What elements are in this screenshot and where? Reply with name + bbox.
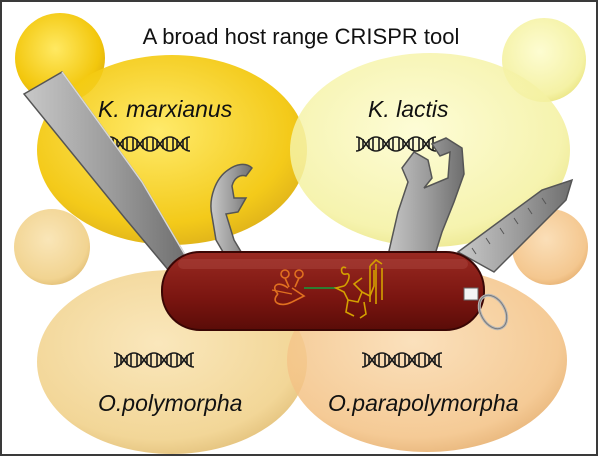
swiss-army-knife-icon [22, 71, 574, 331]
guide-rna-icon [271, 269, 306, 306]
species-ellipse-k-lactis [290, 53, 570, 247]
species-label-o-polymorpha: O.polymorpha [98, 390, 243, 416]
key-ring-tab [463, 287, 479, 301]
saw-blade [456, 178, 574, 273]
bottle-opener [385, 137, 465, 265]
species-label-k-lactis: K. lactis [368, 96, 449, 122]
knife-handle [161, 251, 485, 331]
bubble-mid-left [14, 209, 90, 285]
species-label-k-marxianus: K. marxianus [98, 96, 233, 122]
species-label-o-parapolymorpha: O.parapolymorpha [328, 390, 519, 416]
can-opener [210, 163, 253, 265]
figure-title: A broad host range CRISPR tool [142, 24, 460, 49]
cas9-protein-icon [333, 258, 383, 319]
